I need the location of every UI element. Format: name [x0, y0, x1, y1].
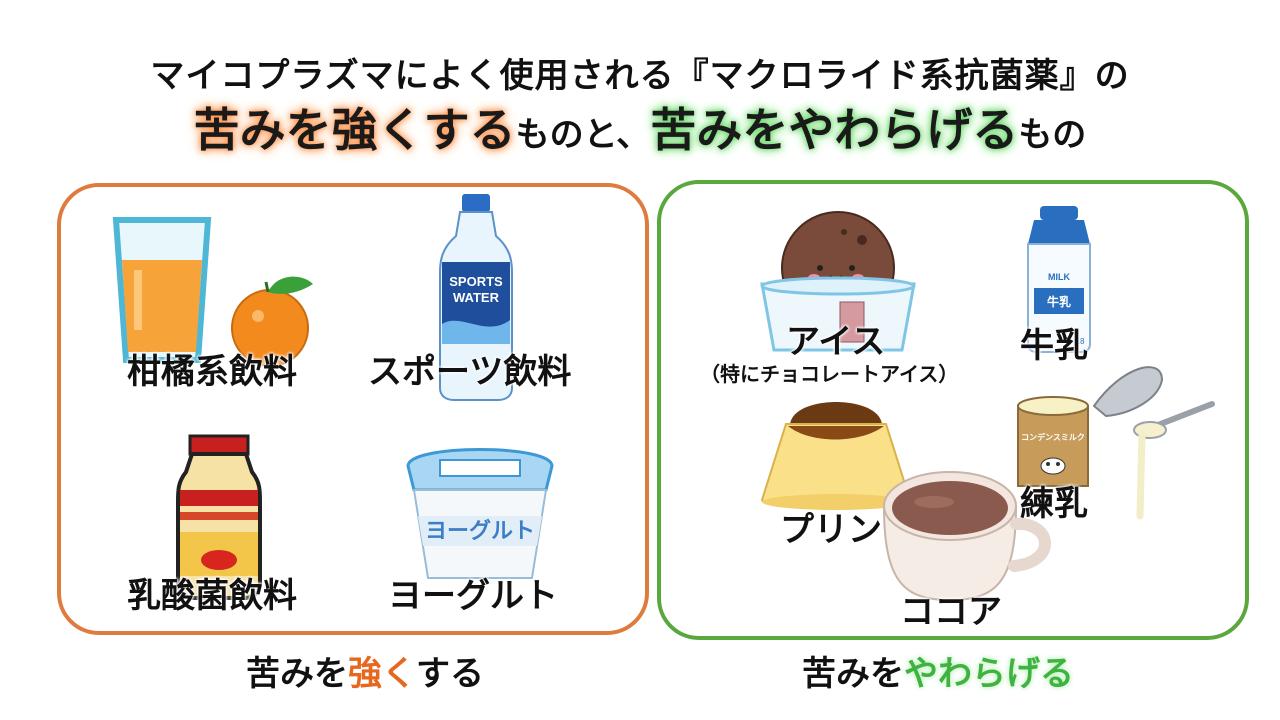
- milk-bottle-icon: MILK 牛乳 18: [1027, 206, 1091, 353]
- label-cocoa: ココア: [900, 592, 1002, 632]
- milk-bottle-text-num: 18: [1076, 337, 1085, 346]
- label-ice-cream: アイス: [786, 322, 886, 362]
- chocolate-ice-cream-icon: [760, 211, 916, 352]
- caption-right-part-a: 苦みを: [802, 654, 904, 694]
- title-end-text: もの: [1018, 115, 1087, 155]
- label-sports-drink: スポーツ飲料: [368, 352, 572, 392]
- milk-bottle-text-en: MILK: [1048, 272, 1070, 282]
- orange-juice-icon: [112, 217, 313, 367]
- caption-increase-bitterness: 苦みを強くする: [246, 646, 484, 695]
- label-citrus-drink: 柑橘系飲料: [127, 352, 297, 392]
- cocoa-cup-icon: [882, 471, 1051, 602]
- label-condensed-milk: 練乳: [1020, 484, 1088, 524]
- label-pudding: プリン: [780, 510, 882, 550]
- title-line-2: 苦みを強くするものと、苦みをやわらげるもの: [0, 94, 1280, 160]
- title-soften-bitter: 苦みをやわらげる: [650, 103, 1019, 157]
- caption-reduce-bitterness: 苦みをやわらげる: [802, 646, 1074, 695]
- caption-left-part-c: する: [416, 654, 484, 694]
- sublabel-chocolate-ice: （特にチョコレートアイス）: [700, 362, 959, 386]
- caption-right-soften: やわらげる: [904, 654, 1074, 694]
- bottle-text-sports: SPORTS: [449, 274, 503, 289]
- bottle-text-water: WATER: [453, 290, 500, 305]
- condensed-milk-can-icon: コンデンスミルク: [1017, 366, 1215, 520]
- caption-left-strong: 強く: [348, 654, 416, 694]
- caption-left-part-a: 苦みを: [246, 654, 348, 694]
- title-strong-bitter: 苦みを強くする: [193, 103, 516, 157]
- reduce-bitterness-panel: [657, 180, 1249, 640]
- label-lactic-drink: 乳酸菌飲料: [127, 576, 297, 616]
- title-mid-text: ものと、: [515, 115, 651, 155]
- pudding-icon: [760, 402, 912, 510]
- yogurt-cup-text: ヨーグルト: [425, 518, 535, 544]
- condensed-can-text: コンデンスミルク: [1021, 432, 1085, 442]
- yogurt-cup-icon: ヨーグルト: [406, 448, 554, 579]
- sports-drink-bottle-icon: SPORTS WATER: [439, 194, 513, 401]
- label-milk: 牛乳: [1020, 326, 1088, 366]
- lactic-drink-bottle-icon: [176, 434, 262, 600]
- label-yogurt: ヨーグルト: [388, 576, 558, 616]
- milk-bottle-text-jp: 牛乳: [1047, 294, 1071, 309]
- increase-bitterness-panel: [57, 183, 649, 635]
- title-line-1: マイコプラズマによく使用される『マクロライド系抗菌薬』の: [150, 56, 1130, 96]
